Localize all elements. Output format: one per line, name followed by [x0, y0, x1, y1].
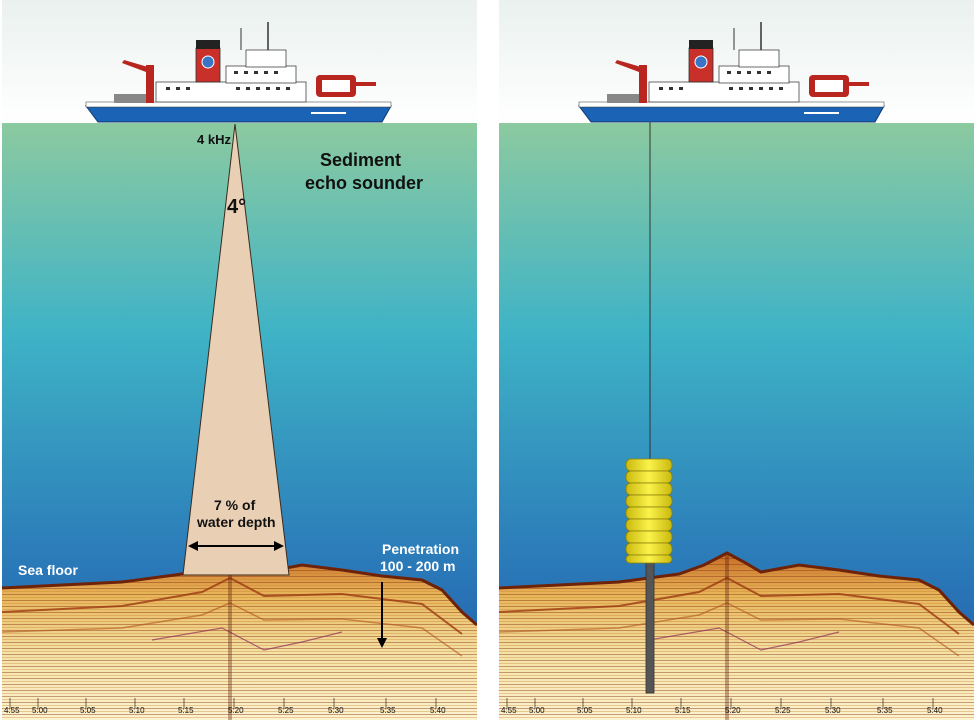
time-tick: 5:25	[775, 706, 791, 715]
time-tick-lines	[506, 698, 934, 708]
frequency-label: 4 kHz	[197, 132, 231, 147]
echo-sounder-scene	[2, 0, 477, 720]
penetration-arrow	[377, 582, 387, 648]
research-vessel-icon	[578, 22, 885, 123]
time-tick: 5:40	[430, 706, 446, 715]
time-tick: 5:30	[825, 706, 841, 715]
acoustic-beam	[182, 123, 290, 576]
time-tick: 5:30	[328, 706, 344, 715]
time-tick: 5:00	[32, 706, 48, 715]
title-line-1: Sediment	[320, 150, 402, 170]
time-tick: 5:20	[725, 706, 741, 715]
time-tick: 5:40	[927, 706, 943, 715]
penetration-label-line-2: 100 - 200 m	[380, 558, 456, 574]
time-tick-lines	[9, 698, 437, 708]
time-tick: 5:10	[626, 706, 642, 715]
title-line-2: echo sounder	[305, 173, 424, 193]
yellow-float-icon	[625, 458, 673, 564]
time-tick: 4:55	[501, 706, 517, 715]
sea-floor-profile	[499, 551, 974, 720]
time-tick: 5:00	[529, 706, 545, 715]
sea-floor-profile	[2, 551, 477, 720]
research-vessel-icon	[85, 22, 392, 123]
sediment-corer-icon	[645, 559, 655, 694]
corer-scene	[499, 0, 974, 720]
time-tick: 5:10	[129, 706, 145, 715]
beam-angle-label: 4°	[227, 196, 247, 218]
time-tick: 5:15	[178, 706, 194, 715]
time-tick: 5:35	[380, 706, 396, 715]
time-tick: 5:20	[228, 706, 244, 715]
sea-floor-label: Sea floor	[18, 562, 78, 578]
corer-panel: 4:55 5:00 5:05 5:10 5:15 5:20 5:25 5:30 …	[499, 0, 974, 720]
echo-sounder-panel: 4 kHz Sediment echo sounder 4° 7 % of wa…	[2, 0, 477, 720]
time-tick: 5:05	[577, 706, 593, 715]
time-tick: 5:05	[80, 706, 96, 715]
footprint-label-line-1: 7 % of	[214, 497, 256, 513]
time-tick: 4:55	[4, 706, 20, 715]
time-tick: 5:15	[675, 706, 691, 715]
footprint-width-arrow	[188, 541, 284, 551]
time-tick: 5:25	[278, 706, 294, 715]
penetration-label-line-1: Penetration	[382, 541, 460, 557]
time-tick: 5:35	[877, 706, 893, 715]
footprint-label-line-2: water depth	[197, 514, 276, 530]
